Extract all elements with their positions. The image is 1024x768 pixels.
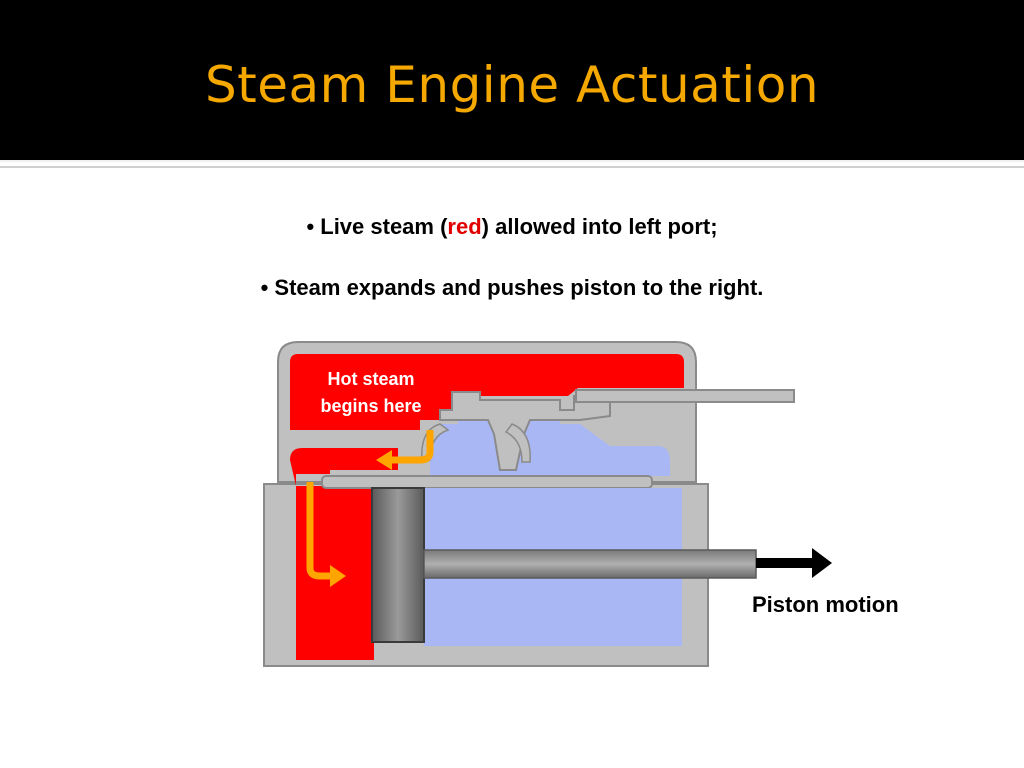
valve-cavity [430, 412, 670, 476]
steam-chest-hot [290, 354, 684, 430]
flow-arrow-upper [388, 430, 434, 464]
valve-rod [575, 389, 795, 403]
piston-motion-arrow [756, 548, 832, 578]
red-highlight-word: red [447, 214, 482, 239]
flow-arrow-lower [306, 482, 332, 580]
valve-right-lip [504, 423, 531, 463]
bullet-live-steam-suffix: ) allowed into left port; [481, 214, 718, 239]
slide-valve [439, 391, 611, 471]
divider-line [0, 160, 1024, 162]
flow-arrow-upper-head [376, 450, 392, 470]
bullet-steam-expands: • Steam expands and pushes piston to the… [260, 275, 764, 300]
bullet-live-steam-prefix: • Live steam ( [306, 214, 448, 239]
piston-motion-label: Piston motion [752, 592, 899, 617]
bullet-live-steam: • Live steam (red) allowed into left por… [0, 214, 1024, 240]
hot-steam-label: Hot steam begins here [300, 366, 442, 420]
hot-steam-label-line2: begins here [320, 396, 422, 416]
port-divider [321, 475, 653, 489]
piston [371, 487, 425, 643]
slide-title: Steam Engine Actuation [204, 56, 820, 114]
divider-line-shadow [0, 166, 1024, 168]
title-bar: Steam Engine Actuation [0, 0, 1024, 160]
flow-arrow-lower-head [330, 565, 346, 587]
piston-rod [423, 549, 757, 579]
hot-steam-label-line1: Hot steam [327, 369, 415, 389]
